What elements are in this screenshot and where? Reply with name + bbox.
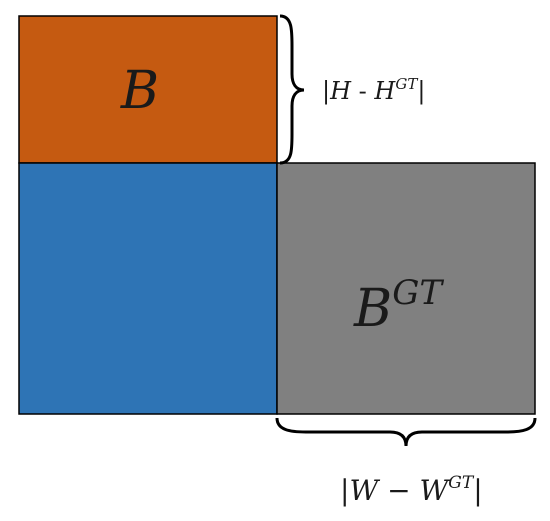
height-brace [279, 14, 305, 165]
box-gt-label-sup: GT [392, 273, 444, 313]
width-brace [275, 417, 537, 447]
box-gt-label: BGT [353, 273, 444, 339]
height-diff-label: |H - HGT| [322, 75, 425, 106]
box-overlap-region [18, 162, 278, 415]
box-gt [276, 162, 536, 415]
box-b [18, 15, 278, 164]
width-diff-label: |W − WGT| [340, 473, 483, 507]
box-b-label: B [120, 61, 159, 121]
box-gt-label-base: B [353, 279, 392, 339]
